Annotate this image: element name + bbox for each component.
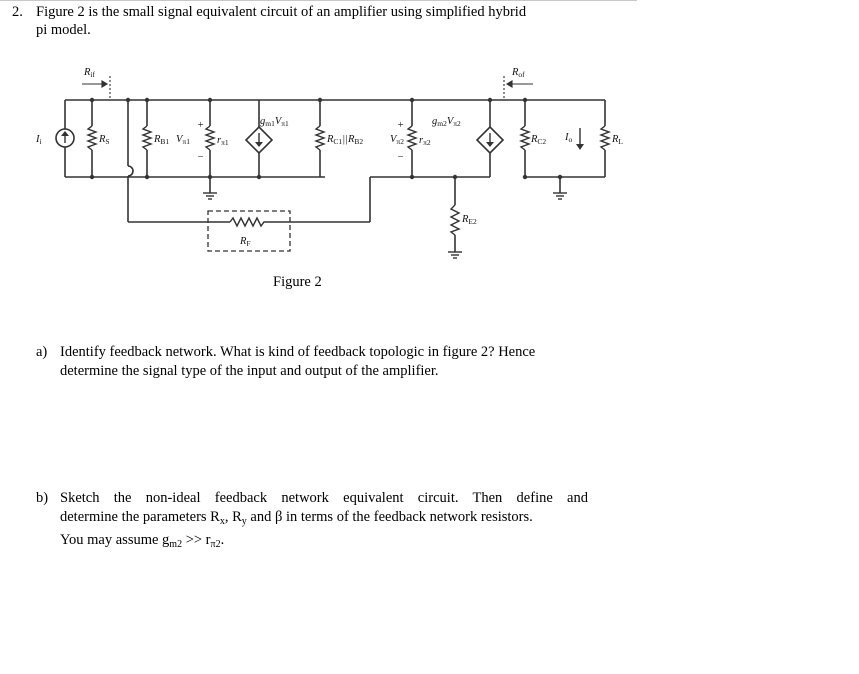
rif-marker	[82, 76, 111, 100]
label-rc1-rb2: RC1||RB2	[326, 134, 363, 146]
dependent-source-gm1	[244, 125, 274, 155]
resistor-rpi2	[406, 125, 418, 151]
label-gm2: gm2Vπ2	[432, 116, 461, 128]
resistor-rc2	[519, 125, 531, 151]
label-re2: RE2	[461, 214, 477, 226]
feedback-network-box	[207, 210, 291, 252]
resistor-rf	[229, 216, 268, 228]
figure-caption: Figure 2	[273, 274, 322, 290]
part-b-line-3: You may assume gm2 >> rπ2.	[60, 532, 225, 550]
resistor-rpi1	[204, 125, 216, 151]
label-ii: Ii	[35, 134, 42, 146]
label-gm1: gm1Vπ1	[260, 116, 289, 128]
label-rpi2: rπ2	[419, 135, 431, 147]
label-rpi1: rπ1	[217, 135, 229, 147]
label-minus-1: −	[197, 152, 204, 163]
label-rof: Rof	[511, 67, 525, 79]
resistor-rc1-rb2	[314, 125, 326, 151]
question-number: 2.	[12, 4, 23, 20]
label-plus-2: +	[397, 120, 404, 131]
part-a-line-1: Identify feedback network. What is kind …	[60, 344, 536, 360]
label-rl: RL	[611, 134, 623, 146]
part-b-line-1: Sketch the non-ideal feedback network eq…	[60, 490, 588, 506]
question-line-1: Figure 2 is the small signal equivalent …	[36, 4, 527, 20]
resistor-rs	[86, 125, 98, 151]
top-divider	[0, 0, 637, 1]
question-line-2: pi model.	[36, 22, 91, 38]
part-b-text: Sketch the non-ideal feedback network eq…	[60, 489, 588, 554]
resistor-rb1	[141, 125, 153, 151]
dependent-source-gm2	[475, 125, 505, 155]
label-rif: Rif	[83, 67, 96, 79]
part-a-line-2: determine the signal type of the input a…	[60, 363, 439, 379]
ground-symbols	[203, 192, 567, 259]
part-a-label: a)	[36, 344, 48, 360]
rof-marker	[503, 76, 533, 100]
label-rf: RF	[239, 236, 251, 248]
label-rc2: RC2	[530, 134, 546, 146]
label-vpi1: Vπ1	[176, 134, 190, 146]
label-minus-2: −	[397, 152, 404, 163]
resistor-rl	[599, 125, 611, 151]
label-io: Io	[564, 132, 573, 144]
label-vpi2: Vπ2	[390, 134, 404, 146]
part-b-line-2: determine the parameters Rx, Ry and β in…	[60, 509, 533, 527]
resistor-re2	[449, 204, 461, 236]
question-text: Figure 2 is the small signal equivalent …	[36, 3, 596, 39]
label-plus-1: +	[197, 120, 204, 131]
part-b-label: b)	[36, 490, 49, 506]
label-rb1: RB1	[153, 134, 169, 146]
part-a-text: Identify feedback network. What is kind …	[60, 343, 535, 381]
label-rs: RS	[98, 134, 110, 146]
